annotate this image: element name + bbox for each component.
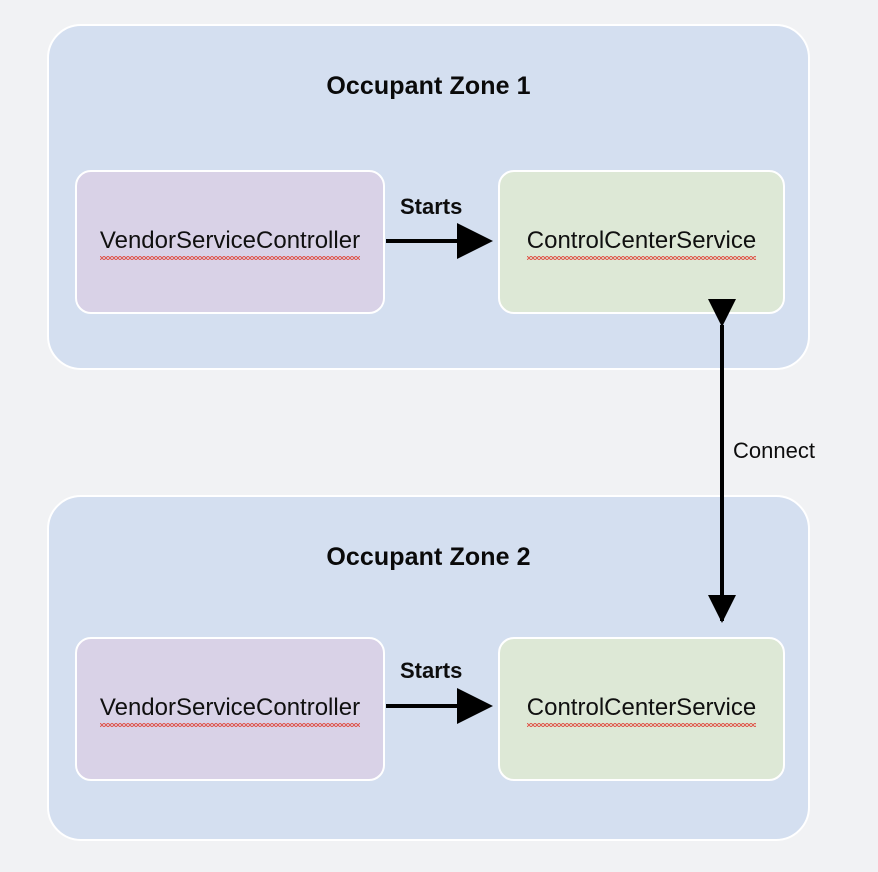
zone2-starts-edge-label: Starts [400,658,463,683]
zone2-control-center-service-node[interactable]: ControlCenterService [498,637,785,781]
zone1-control-center-service-label: ControlCenterService [526,226,757,260]
zone2-vendor-service-controller-node[interactable]: VendorServiceController [75,637,385,781]
zone2-vendor-service-controller-label: VendorServiceController [99,693,361,727]
zone1-control-center-service-node[interactable]: ControlCenterService [498,170,785,314]
connect-edge-label: Connect [733,438,815,463]
zone1-vendor-service-controller-node[interactable]: VendorServiceController [75,170,385,314]
occupant-zone-1-title: Occupant Zone 1 [326,72,531,100]
zone1-vendor-service-controller-label: VendorServiceController [99,226,361,260]
occupant-zone-2-title: Occupant Zone 2 [326,543,531,571]
zone1-starts-edge-label: Starts [400,194,463,219]
zone2-control-center-service-label: ControlCenterService [526,693,757,727]
